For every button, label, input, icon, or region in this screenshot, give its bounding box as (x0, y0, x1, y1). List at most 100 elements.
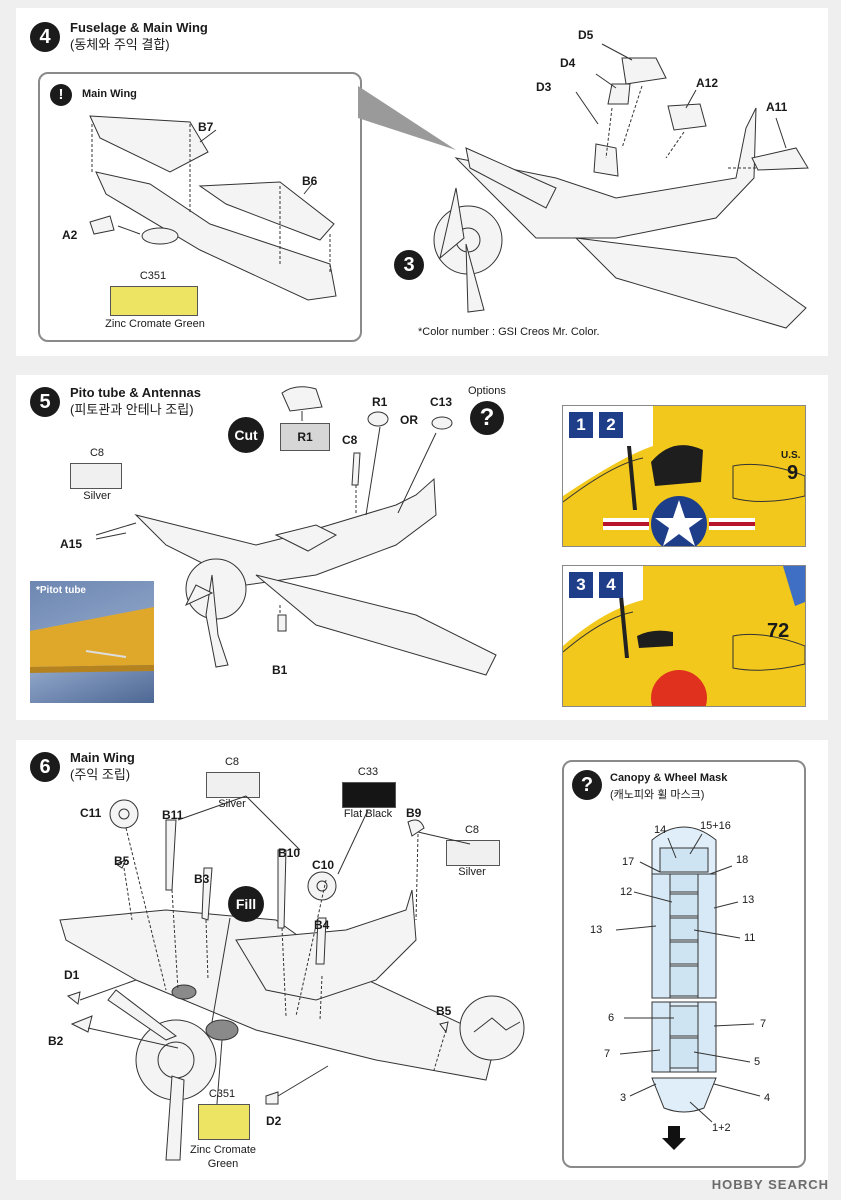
part-label-b5-bottom: B5 (436, 1004, 452, 1018)
part-label-c8: C8 (342, 433, 358, 447)
mask-sheet-drawing (615, 826, 761, 1150)
marking-option-3-4: 3 4 72 (562, 565, 806, 707)
part-label-a11: A11 (766, 100, 788, 114)
cut-part-r1: R1 (280, 423, 330, 451)
color-code: C351 (139, 270, 167, 282)
part-label-c10: C10 (312, 858, 335, 872)
or-label: OR (400, 413, 418, 427)
pitot-photo-label: *Pitot tube (36, 585, 86, 596)
mask-label-6: 6 (608, 1012, 615, 1024)
color-note: *Color number : GSI Creos Mr. Color. (418, 326, 600, 338)
main-wing-drawing (89, 115, 337, 301)
fill-badge: Fill (228, 886, 264, 922)
color-name-silver-a: Silver (218, 798, 246, 810)
part-label-d3: D3 (536, 80, 552, 94)
mask-label-15-16: 15+16 (700, 820, 731, 832)
part-label-d1: D1 (64, 968, 80, 982)
part-label-c11: C11 (80, 806, 102, 820)
color-name-green-line2: Green (207, 1158, 239, 1170)
part-label-b5-top: B5 (114, 854, 130, 868)
mask-label-12: 12 (620, 886, 633, 898)
mask-label-18: 18 (736, 854, 749, 866)
color-swatch-silver-b (446, 840, 500, 866)
pitot-tube-photo: *Pitot tube (30, 581, 154, 703)
option-badge-4: 4 (599, 572, 623, 598)
mask-label-17: 17 (622, 856, 635, 868)
antenna-parts-drawing (281, 386, 453, 430)
color-name-green-line1: Zinc Cromate (189, 1144, 257, 1156)
color-code-silver-b: C8 (464, 824, 480, 836)
part-label-b1: B1 (272, 663, 288, 677)
reference-step-number: 3 (394, 250, 424, 280)
step-number: 5 (30, 387, 60, 417)
part-label-r1: R1 (372, 395, 388, 409)
step-title: Main Wing (70, 750, 135, 765)
mask-subtitle: (캐노피와 휠 마스크) (610, 789, 705, 801)
mask-label-4: 4 (764, 1092, 771, 1104)
color-swatch-flat-black (342, 782, 396, 808)
us-marking: U.S. (781, 450, 801, 461)
part-label-b9: B9 (406, 806, 422, 820)
marking-option-1-2: 1 2 U.S. 9 (562, 405, 806, 547)
part-label-b4: B4 (314, 918, 330, 932)
part-label-a2: A2 (62, 228, 78, 242)
color-code-black: C33 (357, 766, 379, 778)
mask-label-7-right: 7 (760, 1018, 767, 1030)
option-badge-2: 2 (599, 412, 623, 438)
color-name: Zinc Cromate Green (105, 318, 205, 330)
step-4-panel: 4 Fuselage & Main Wing (동체와 주익 결합) ! Mai… (16, 8, 828, 356)
mask-label-3: 3 (620, 1092, 627, 1104)
canopy-mask-inset: ? Canopy & Wheel Mask (캐노피와 휠 마스크) (562, 760, 806, 1168)
main-wing-inset: ! Main Wing B7 B6 A2 C351 Zinc Cromate G… (38, 72, 362, 342)
color-code-silver-a: C8 (224, 756, 240, 768)
color-swatch-silver-a (206, 772, 260, 798)
caution-icon: ! (50, 84, 72, 106)
mask-label-7-left: 7 (604, 1048, 611, 1060)
aircraft-pitot-drawing (95, 426, 497, 676)
part-label-a15: A15 (60, 537, 83, 551)
inset-pointer (358, 86, 456, 150)
color-code-green: C351 (208, 1088, 236, 1100)
part-label-d2: D2 (266, 1114, 282, 1128)
options-label: Options (468, 385, 506, 397)
inset-title: Main Wing (82, 88, 137, 100)
part-label-a12: A12 (696, 76, 719, 90)
part-label-b6: B6 (302, 174, 318, 188)
main-wing-assembly-drawing (59, 795, 525, 1161)
mask-label-5: 5 (754, 1056, 761, 1068)
color-code: C8 (89, 447, 105, 459)
color-swatch-zinc-chromate (198, 1104, 250, 1140)
step-5-panel: 5 Pito tube & Antennas (피토관과 안테나 조립) Cut… (16, 375, 828, 720)
color-name-black: Flat Black (343, 808, 393, 820)
part-label-c13: C13 (430, 395, 453, 409)
aircraft-number-9: 9 (787, 462, 799, 484)
mask-label-1-2: 1+2 (712, 1122, 731, 1134)
step-title: Pito tube & Antennas (70, 385, 201, 400)
step-subtitle: (주익 조립) (70, 767, 131, 782)
color-swatch-zinc-chromate (110, 286, 198, 316)
part-label-b10: B10 (278, 846, 301, 860)
step-title: Fuselage & Main Wing (70, 20, 208, 35)
part-label-b3: B3 (194, 872, 210, 886)
step-subtitle: (피토관과 안테나 조립) (70, 402, 194, 417)
option-badge-1: 1 (569, 412, 593, 438)
step-subtitle: (동체와 주익 결합) (70, 37, 170, 52)
part-label-b7: B7 (198, 120, 214, 134)
color-name-silver-b: Silver (458, 866, 486, 878)
aircraft-number-72: 72 (767, 620, 790, 642)
part-label-d4: D4 (560, 56, 576, 70)
mask-question-icon: ? (572, 770, 602, 800)
mask-label-13-left: 13 (590, 924, 603, 936)
part-label-d5: D5 (578, 28, 594, 42)
mask-label-14: 14 (654, 824, 667, 836)
mask-title: Canopy & Wheel Mask (610, 772, 728, 784)
mask-label-11: 11 (744, 932, 756, 944)
step-number: 6 (30, 752, 60, 782)
aircraft-assembly-drawing (433, 43, 809, 329)
watermark: HOBBY SEARCH (711, 1177, 829, 1192)
color-swatch-silver (70, 463, 122, 489)
color-name: Silver (83, 490, 111, 502)
part-label-b2: B2 (48, 1034, 64, 1048)
cut-badge: Cut (228, 417, 264, 453)
step-number: 4 (30, 22, 60, 52)
